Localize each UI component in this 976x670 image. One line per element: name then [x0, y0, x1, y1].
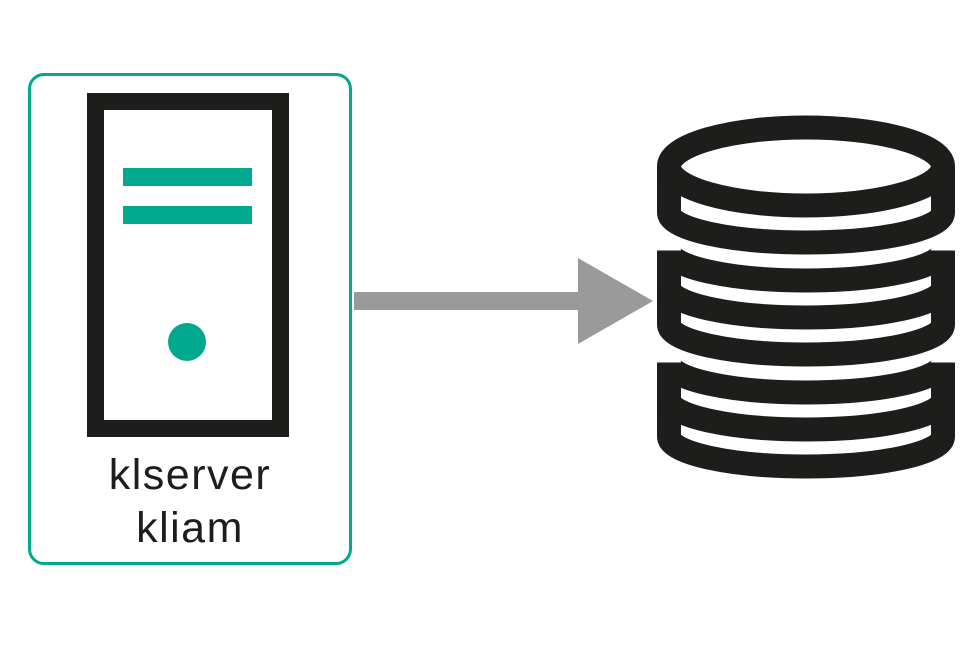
server-power-dot	[168, 323, 206, 361]
server-slot-bar-1	[123, 168, 252, 186]
database-icon	[657, 115, 955, 479]
server-label-line2: kliam	[136, 504, 244, 552]
arrow-right-icon	[352, 258, 657, 344]
arrow-shaft	[354, 292, 580, 310]
server-chassis-outline	[87, 93, 289, 437]
database-disk-1	[657, 115, 955, 255]
server-label-line1: klserver	[108, 451, 272, 499]
database-disk-3	[657, 359, 955, 479]
arrow-head	[578, 258, 653, 344]
server-icon	[87, 93, 289, 437]
database-disk-2	[657, 247, 955, 367]
server-slot-bar-2	[123, 206, 252, 224]
server-node-label: klserver kliam	[28, 449, 352, 555]
